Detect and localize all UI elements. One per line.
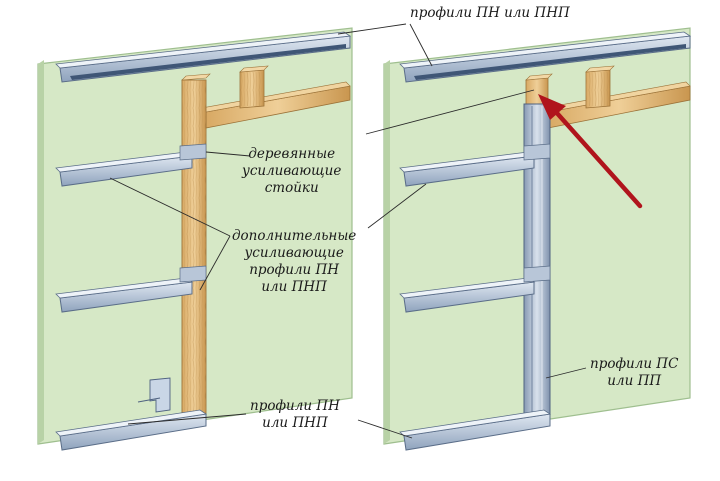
leader-wood-left xyxy=(205,151,251,157)
right-top-profile-channel xyxy=(414,44,686,80)
red-arrow-head xyxy=(538,94,566,120)
left-wall-panel xyxy=(37,27,353,451)
label-top-profiles: профили ПН или ПНП xyxy=(410,5,570,22)
label-extra-profiles-line-1: дополнительные xyxy=(232,228,357,244)
label-top-profiles-line-1: профили ПН или ПНП xyxy=(410,5,570,21)
left-drywall-edge xyxy=(38,60,44,444)
leader-wood-right xyxy=(365,89,535,135)
leader-top-right xyxy=(409,23,433,67)
leader-extra-left-1 xyxy=(109,177,231,237)
label-ps-profiles-line-2: или ПП xyxy=(607,373,662,389)
label-extra-profiles-line-3: профили ПН xyxy=(249,262,340,278)
right-top-profile-lip xyxy=(399,31,692,69)
red-arrow-shaft xyxy=(553,109,643,209)
right-shelf-clip-2 xyxy=(523,265,551,283)
red-arrow xyxy=(538,94,643,209)
label-bottom-profiles-line-2: или ПНП xyxy=(262,415,328,431)
label-wood-studs-line-3: стойки xyxy=(264,180,319,196)
leader-ps xyxy=(545,367,587,379)
leader-lines xyxy=(109,23,587,439)
label-bottom-profiles-line-1: профили ПН xyxy=(250,398,340,414)
left-shelf-clip-1 xyxy=(179,143,207,161)
left-wood-stud-top xyxy=(181,73,211,81)
right-shelf-clip-1 xyxy=(523,143,551,161)
label-ps-profiles-line-1: профили ПС xyxy=(590,356,679,372)
right-bottom-profile-lip xyxy=(399,409,552,437)
label-wood-studs-line-1: деревянные xyxy=(248,146,336,162)
right-drywall-edge xyxy=(384,60,390,444)
leader-bottom-right xyxy=(357,419,413,439)
leader-bottom-left xyxy=(127,413,247,425)
label-extra-profiles-line-2: усиливающие xyxy=(244,245,344,261)
label-bottom-profiles: профили ПН или ПНП xyxy=(250,398,340,432)
left-wood-stud-grain xyxy=(182,80,206,418)
label-wood-studs: деревянные усиливающие стойки xyxy=(242,146,341,197)
left-wood-block-top xyxy=(239,65,269,73)
leader-extra-right xyxy=(367,183,427,229)
left-top-profile-lip xyxy=(55,31,352,69)
left-wood-block-grain xyxy=(240,72,264,106)
right-wood-block-grain xyxy=(586,72,610,106)
label-wood-studs-line-2: усиливающие xyxy=(242,163,342,179)
leader-top-left xyxy=(337,23,407,35)
left-top-profile-channel xyxy=(70,44,346,80)
left-shelf-clip-2 xyxy=(179,265,207,283)
right-wood-block-top xyxy=(585,65,615,73)
left-bracket-screw xyxy=(137,397,161,403)
label-ps-profiles: профили ПС или ПП xyxy=(590,356,678,390)
right-wood-insert-top xyxy=(525,73,553,81)
leader-extra-left-2 xyxy=(199,235,231,291)
label-extra-profiles-line-4: или ПНП xyxy=(261,279,327,295)
label-extra-profiles: дополнительные усиливающие профили ПН ил… xyxy=(232,228,356,296)
right-wall-panel xyxy=(383,27,692,451)
left-angle-bracket xyxy=(149,377,171,413)
